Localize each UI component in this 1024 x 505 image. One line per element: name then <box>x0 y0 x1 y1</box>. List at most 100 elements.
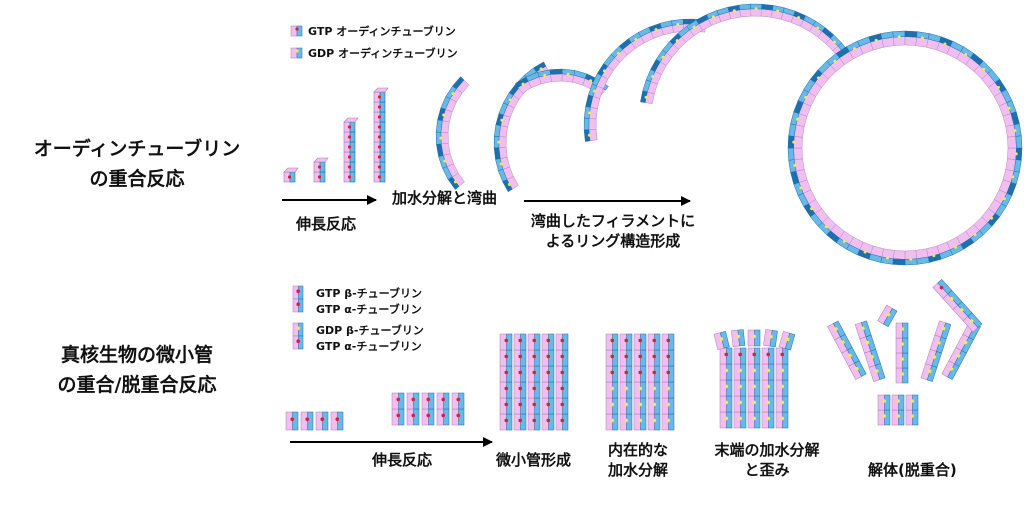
gtp-marker <box>377 125 382 129</box>
gtp-marker <box>939 285 944 290</box>
gdp-marker <box>900 372 905 376</box>
tubulin-dimer <box>661 333 675 351</box>
tubulin-dimer <box>647 397 661 415</box>
gdp-marker <box>973 233 977 237</box>
tubulin-dimer <box>436 392 450 410</box>
tubulin-dimer <box>619 397 633 415</box>
tubulin-side <box>740 411 747 429</box>
tubulin-side <box>782 347 789 365</box>
tubulin-dimer <box>747 411 761 429</box>
gtp-marker <box>560 418 565 423</box>
gtp-marker <box>610 354 615 359</box>
tubulin-dimer <box>932 278 953 299</box>
gtp-marker <box>624 354 629 359</box>
tubulin-side <box>534 397 541 415</box>
tubulin-dimer <box>877 304 898 328</box>
gtp-marker <box>377 165 382 169</box>
gdp-marker <box>666 418 671 423</box>
gdp-marker <box>736 334 740 339</box>
splayed-protofilament <box>763 329 778 348</box>
tubulin-side <box>768 411 775 429</box>
gdp-marker <box>863 250 867 254</box>
mt-seed-grown <box>391 392 465 426</box>
tubulin-dimer <box>315 411 329 431</box>
odin-subunit-top <box>343 117 359 123</box>
tubulin-side <box>668 381 675 399</box>
tubulin-side <box>668 397 675 415</box>
tubulin-dimer <box>513 365 527 383</box>
gdp-odin-subunit-icon-side <box>296 47 303 59</box>
gdp-marker <box>638 386 643 391</box>
odin-subunit-outer <box>738 3 751 11</box>
gdp-marker <box>832 40 836 44</box>
tubulin-face <box>330 411 338 431</box>
tubulin-side <box>612 333 619 351</box>
gtp-marker <box>305 417 310 422</box>
gdp-marker <box>780 368 785 373</box>
gtp-marker <box>335 417 340 422</box>
gtp-marker <box>296 289 301 294</box>
tubulin-side <box>668 333 675 351</box>
gtp-marker <box>638 338 643 343</box>
gtp-marker <box>560 402 565 407</box>
tubulin-dimer <box>661 413 675 431</box>
tubulin-side <box>520 397 527 415</box>
tubulin-dimer <box>661 349 675 367</box>
gtp-marker <box>546 354 551 359</box>
tubulin-dimer <box>541 333 555 351</box>
caption-end-line1: 末端の加水分解 <box>714 441 820 459</box>
gdp-marker <box>752 400 757 405</box>
gtp-marker <box>610 370 615 375</box>
tubulin-side <box>612 365 619 383</box>
gdp-marker <box>692 25 696 29</box>
gtp-marker <box>377 135 382 139</box>
gdp-marker <box>932 355 937 359</box>
gdp-marker <box>666 386 671 391</box>
tubulin-side <box>740 379 747 397</box>
gdp-marker <box>816 26 820 30</box>
gtp-marker <box>560 338 565 343</box>
tubulin-side <box>640 413 647 431</box>
gdp-marker <box>296 326 301 331</box>
tubulin-side <box>726 395 733 413</box>
tubulin-dimer <box>499 397 513 415</box>
gtp-marker <box>411 397 416 402</box>
odin-subunit-outer <box>493 147 501 160</box>
gtp-marker <box>546 386 551 391</box>
odin-column-1 <box>283 167 299 183</box>
tubulin-dimer <box>513 397 527 415</box>
tubulin-side <box>612 413 619 431</box>
tubulin-dimer <box>775 363 789 381</box>
gdp-marker <box>896 399 901 403</box>
tubulin-dimer <box>877 394 891 411</box>
gdp-marker <box>543 73 547 77</box>
gtp-marker <box>666 354 671 359</box>
tubulin-dimer <box>527 365 541 383</box>
tubulin-side <box>654 397 661 415</box>
mt-internal-hydrolysis <box>605 333 675 431</box>
tubulin-dimer <box>661 397 675 415</box>
gdp-marker <box>816 76 820 80</box>
tubulin-side <box>726 379 733 397</box>
gdp-marker <box>852 47 856 51</box>
tubulin-side <box>640 381 647 399</box>
tubulin-dimer <box>647 333 661 351</box>
gdp-marker <box>909 257 913 261</box>
gdp-tubulin-dimer-icon-alpha <box>292 335 304 350</box>
tubulin-dimer <box>513 413 527 431</box>
tubulin-dimer <box>300 411 314 431</box>
gtp-marker <box>518 338 523 343</box>
gdp-marker <box>724 416 729 421</box>
tubulin-dimer <box>942 290 963 310</box>
legend-gtp-tubulin-label: GTP β-チューブリン GTP α-チューブリン <box>316 286 422 318</box>
tubulin-side <box>782 411 789 429</box>
gdp-marker <box>724 368 729 373</box>
gtp-marker <box>752 352 757 357</box>
peeling-protofilament <box>854 320 886 382</box>
released-dimer <box>877 304 898 328</box>
tubulin-side <box>443 408 450 426</box>
gdp-marker <box>738 416 743 421</box>
microtubule-title-line2: の重合/脱重合反応 <box>57 374 217 396</box>
tubulin-dimer <box>513 349 527 367</box>
gdp-marker <box>969 319 974 323</box>
